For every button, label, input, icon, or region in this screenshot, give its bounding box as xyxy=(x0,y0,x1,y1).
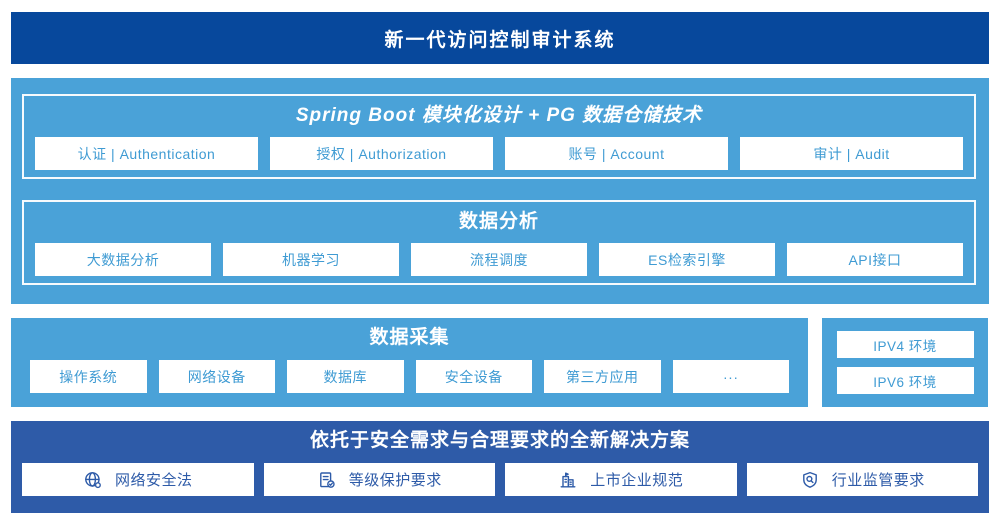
module-authentication: 认证 | Authentication xyxy=(35,137,258,170)
document-check-icon xyxy=(317,470,337,490)
collection-section-title: 数据采集 xyxy=(369,327,450,348)
solution-item-label: 等级保护要求 xyxy=(348,472,442,489)
source-more-ellipsis: ··· xyxy=(672,360,789,393)
module-account: 账号 | Account xyxy=(505,137,728,170)
solution-cybersecurity-law: 网络安全法 xyxy=(22,463,254,496)
analysis-section-title: 数据分析 xyxy=(458,211,539,232)
source-third-party-apps: 第三方应用 xyxy=(544,360,661,393)
globe-icon xyxy=(83,470,103,490)
module-bigdata-analysis: 大数据分析 xyxy=(35,243,211,276)
collection-source-row: 操作系统 网络设备 数据库 安全设备 第三方应用 ··· xyxy=(11,360,808,393)
module-api-interface: API接口 xyxy=(787,243,963,276)
building-icon xyxy=(558,470,578,490)
solution-industry-regulation: 行业监管要求 xyxy=(746,463,978,496)
source-network-devices: 网络设备 xyxy=(158,360,275,393)
solution-item-row: 网络安全法 等级保护要求 xyxy=(11,463,989,496)
platform-module-row: 认证 | Authentication 授权 | Authorization 账… xyxy=(24,137,974,170)
env-ipv4: IPV4 环境 xyxy=(836,331,974,358)
source-security-devices: 安全设备 xyxy=(415,360,532,393)
collection-panel: 数据采集 操作系统 网络设备 数据库 安全设备 第三方应用 ··· xyxy=(11,318,808,407)
solution-section-title: 依托于安全需求与合理要求的全新解决方案 xyxy=(309,430,690,451)
source-database: 数据库 xyxy=(287,360,404,393)
environment-panel: IPV4 环境 IPV6 环境 xyxy=(822,318,988,407)
page-title: 新一代访问控制审计系统 xyxy=(384,29,616,51)
module-es-search-engine: ES检索引擎 xyxy=(599,243,775,276)
module-audit: 审计 | Audit xyxy=(740,137,963,170)
solution-item-label: 行业监管要求 xyxy=(831,472,925,489)
page-title-banner: 新一代访问控制审计系统 xyxy=(11,12,989,64)
solution-panel: 依托于安全需求与合理要求的全新解决方案 网络安全法 xyxy=(11,421,989,513)
source-operating-system: 操作系统 xyxy=(30,360,147,393)
module-process-scheduling: 流程调度 xyxy=(411,243,587,276)
springboot-section: Spring Boot 模块化设计 + PG 数据仓储技术 认证 | Authe… xyxy=(22,94,976,179)
solution-listed-company-rules: 上市企业规范 xyxy=(505,463,737,496)
platform-panel: Spring Boot 模块化设计 + PG 数据仓储技术 认证 | Authe… xyxy=(11,78,989,304)
springboot-section-title: Spring Boot 模块化设计 + PG 数据仓储技术 xyxy=(295,105,703,126)
solution-classified-protection: 等级保护要求 xyxy=(263,463,495,496)
solution-item-label: 网络安全法 xyxy=(114,472,193,489)
shield-search-icon xyxy=(800,470,820,490)
module-authorization: 授权 | Authorization xyxy=(270,137,493,170)
analysis-module-row: 大数据分析 机器学习 流程调度 ES检索引擎 API接口 xyxy=(24,243,974,276)
module-machine-learning: 机器学习 xyxy=(223,243,399,276)
analysis-section: 数据分析 大数据分析 机器学习 流程调度 ES检索引擎 API接口 xyxy=(22,200,976,285)
solution-item-label: 上市企业规范 xyxy=(590,472,684,489)
env-ipv6: IPV6 环境 xyxy=(836,367,974,394)
